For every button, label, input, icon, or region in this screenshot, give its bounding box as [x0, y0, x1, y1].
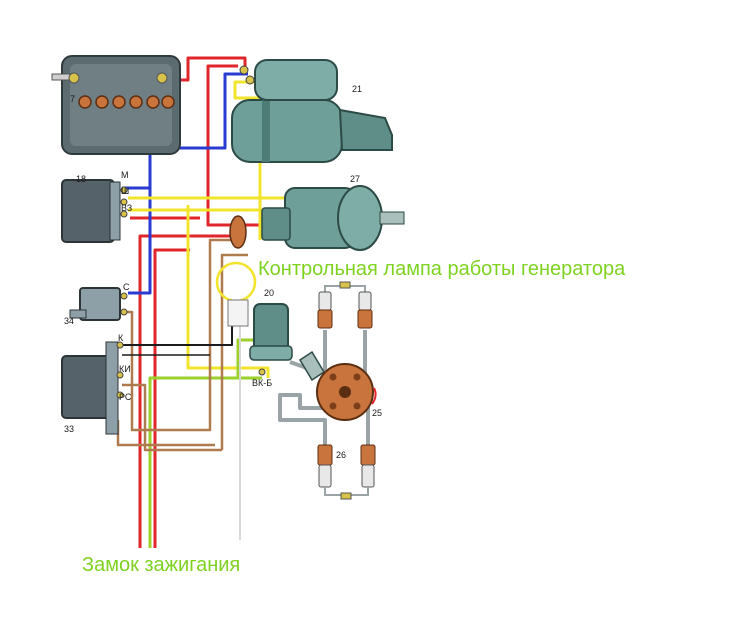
coil-cap: [249, 345, 293, 361]
generator-terminal-block: [261, 207, 291, 241]
spark-plugs-bottom: 26: [317, 444, 376, 500]
ignition-coil: 20 ВК-Б: [249, 288, 293, 388]
switch-unit-number: 33: [64, 424, 74, 434]
starter-nose: [338, 108, 393, 151]
battery-number: 7: [70, 94, 75, 104]
regulator-terminal-vz: [120, 210, 128, 218]
generator-shaft: [379, 211, 405, 225]
switch-unit: 33 К КИ РС: [61, 333, 132, 435]
distributor-number: 25: [372, 408, 382, 418]
regulator-terminal-sh: [120, 198, 128, 206]
starter-motor-body: [231, 99, 343, 163]
switch-terminal-rs: [116, 391, 124, 399]
regulator-number: 18: [76, 174, 86, 184]
switch-terminal-ki: [116, 371, 124, 379]
relay-number: 34: [64, 316, 74, 326]
generator-connector: [229, 215, 247, 249]
battery-cells: [78, 95, 175, 109]
relay-base: [69, 309, 87, 319]
relay: 34 С: [64, 282, 130, 326]
spark-plug: [317, 291, 333, 329]
spark-plug: [357, 291, 373, 329]
regulator-terminal-vz-label: ВЗ: [121, 203, 132, 213]
distributor-vacuum-unit: [298, 350, 326, 382]
switch-terminal-rs-label: РС: [119, 392, 132, 402]
plugs-number: 26: [336, 450, 346, 460]
distributor: 25: [298, 350, 382, 421]
control-lamp-annotation: Контрольная лампа работы генератора: [258, 258, 626, 280]
regulator-terminal-m-label: М: [121, 170, 129, 180]
regulator-body: [61, 179, 115, 243]
switch-terminal-k: [116, 341, 124, 349]
green-wire-ignition: [148, 338, 262, 540]
coil-body: [253, 303, 289, 353]
ignition-wire-ends: [138, 540, 157, 548]
starter-terminal-2: [245, 75, 255, 85]
red-wire-ignition-1: [138, 234, 238, 540]
regulator-bracket: [109, 181, 121, 241]
coil-terminal-label: ВК-Б: [252, 378, 272, 388]
blue-wire-starter-regulator: [122, 72, 248, 190]
regulator-terminal-sh-label: Ш: [121, 186, 129, 196]
relay-terminal-c: [120, 292, 128, 300]
control-lamp-socket: [227, 299, 249, 327]
coil-number: 20: [264, 288, 274, 298]
battery-negative-terminal: [51, 73, 71, 81]
rotation-arrow-icon: [371, 387, 377, 405]
spark-plug: [317, 444, 333, 488]
switch-terminal-ki-label: КИ: [119, 364, 131, 374]
generator-front-cover: [337, 185, 383, 251]
plug-clamp-bottom: [340, 492, 352, 500]
relay-terminal-c-label: С: [123, 282, 130, 292]
switch-terminal-k-label: К: [118, 333, 124, 343]
control-lamp: [215, 261, 257, 327]
starter: 21: [231, 59, 393, 163]
spark-plugs-top: [317, 281, 373, 329]
battery-positive-terminal: [156, 72, 168, 84]
brown-wire-2: [122, 383, 222, 452]
spark-plug: [360, 444, 376, 488]
starter-solenoid: [254, 59, 338, 101]
red-wire-battery-starter: [168, 56, 247, 82]
blue-wire-relay: [128, 188, 152, 295]
relay-body: [79, 287, 121, 321]
red-wire-ignition-2: [153, 248, 190, 540]
switch-unit-body: [61, 355, 111, 419]
yellow-wire-coil: [186, 205, 270, 378]
distributor-posts: [329, 373, 361, 410]
brown-wire-1: [122, 238, 240, 432]
switch-unit-bracket: [105, 341, 119, 435]
brown-wire-4: [220, 253, 248, 450]
generator-number: 27: [350, 174, 360, 184]
distributor-center: [339, 386, 351, 398]
generator: 27: [229, 174, 405, 251]
relay-terminal-2: [120, 308, 128, 316]
battery: 7: [51, 55, 181, 155]
ignition-switch-annotation: Замок зажигания: [82, 554, 241, 576]
black-wire-lamp-switch: [122, 325, 233, 346]
grey-lead-plug-3: [278, 393, 330, 445]
regulator-terminal-m: [120, 186, 128, 194]
voltage-regulator: 18 М Ш ВЗ: [61, 170, 132, 243]
starter-number: 21: [352, 84, 362, 94]
plug-clamp-top: [339, 281, 351, 289]
starter-terminal-1: [239, 65, 249, 75]
starter-motor-band: [262, 100, 270, 162]
coil-terminal: [258, 368, 266, 376]
battery-negative-post: [68, 72, 80, 84]
